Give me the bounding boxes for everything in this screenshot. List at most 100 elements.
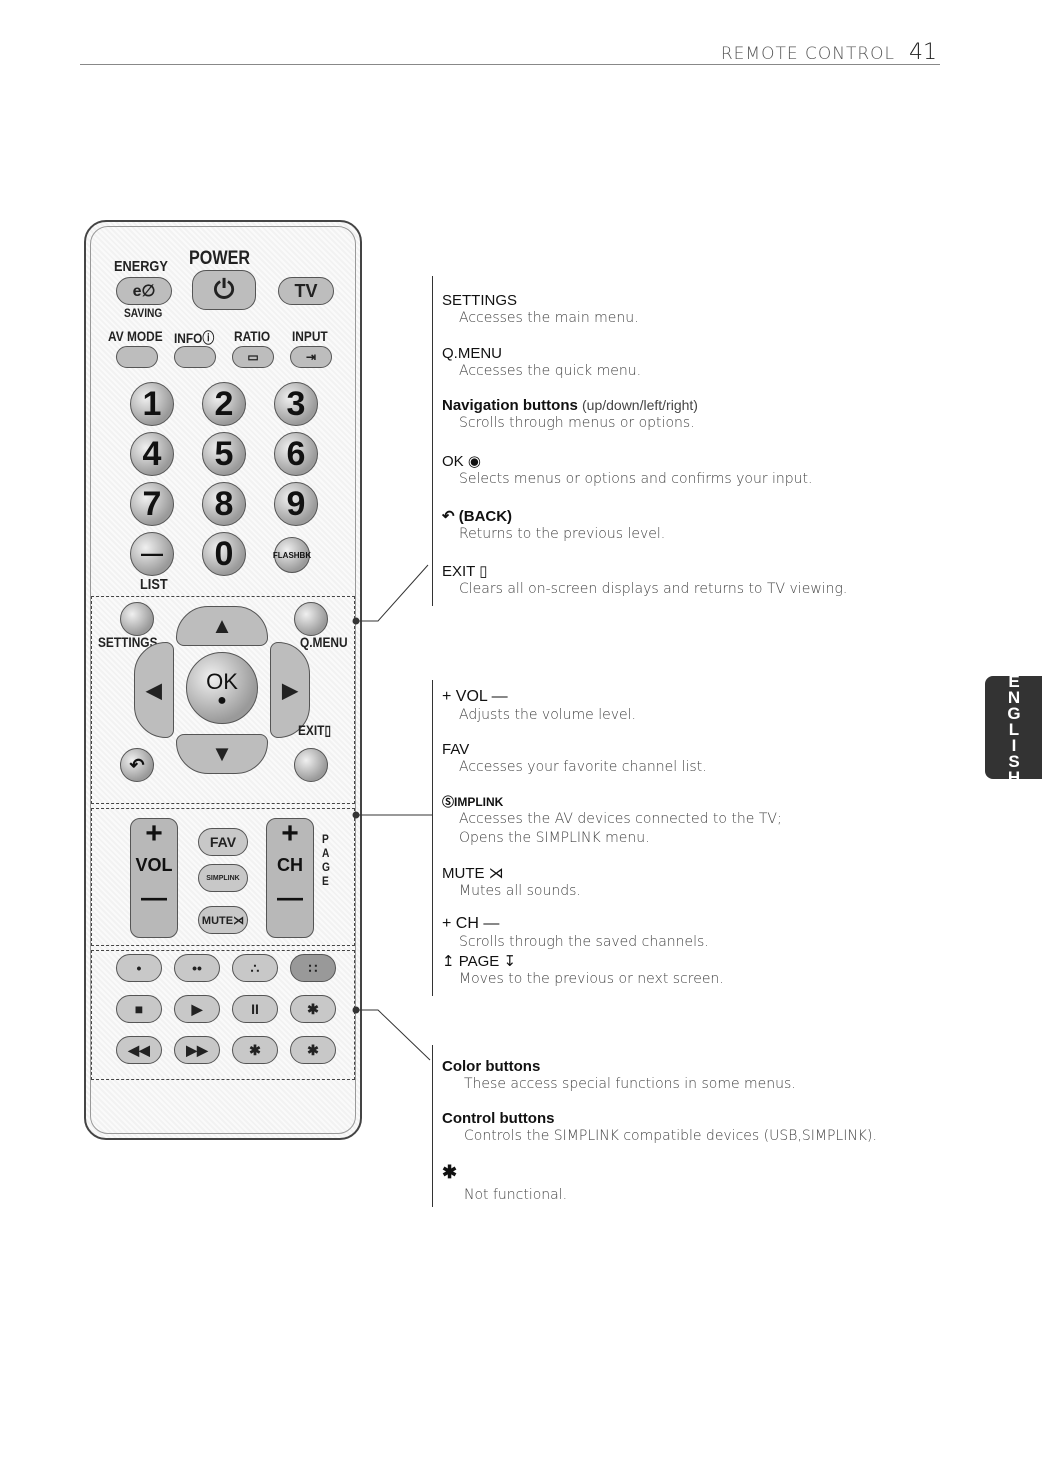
exit-label: EXIT▯ bbox=[298, 722, 332, 738]
digit-5-button[interactable]: 5 bbox=[202, 432, 246, 476]
entry-ok: OK ◉ Selects menus or options and confir… bbox=[442, 452, 813, 489]
play-button[interactable]: ▶ bbox=[174, 995, 220, 1023]
nonfunctional-button-1[interactable]: ✱ bbox=[290, 995, 336, 1023]
av-mode-label: AV MODE bbox=[108, 328, 163, 344]
ratio-label: RATIO bbox=[234, 328, 271, 344]
settings-label: SETTINGS bbox=[98, 634, 158, 650]
digit-4-button[interactable]: 4 bbox=[130, 432, 174, 476]
entry-channel: + CH — Scrolls through the saved channel… bbox=[442, 915, 709, 952]
volume-rocker[interactable]: + VOL — bbox=[130, 818, 178, 938]
mute-button[interactable]: MUTE⋊ bbox=[198, 906, 248, 934]
nav-down-button[interactable]: ▼ bbox=[176, 734, 268, 774]
entry-desc: Accesses the AV devices connected to the… bbox=[459, 811, 782, 827]
color-button-4[interactable]: ∷ bbox=[290, 954, 336, 982]
arrow-left-icon: ◀ bbox=[146, 679, 162, 702]
digit-9-button[interactable]: 9 bbox=[274, 482, 318, 526]
entry-title: EXIT ▯ bbox=[442, 563, 488, 580]
nav-up-button[interactable]: ▲ bbox=[176, 606, 268, 646]
ok-dot-icon: ● bbox=[217, 692, 227, 709]
nonfunctional-button-2[interactable]: ✱ bbox=[232, 1036, 278, 1064]
color-button-2[interactable]: •• bbox=[174, 954, 220, 982]
entry-desc: Not functional. bbox=[464, 1187, 568, 1203]
control-group-box bbox=[91, 950, 355, 1080]
entry-title: ↶ (BACK) bbox=[442, 508, 513, 525]
simplink-button[interactable]: SIMPLINK bbox=[198, 864, 248, 892]
ratio-icon: ▭ bbox=[247, 350, 259, 364]
entry-desc: Accesses your favorite channel list. bbox=[459, 759, 707, 775]
page-number: 41 bbox=[909, 40, 937, 65]
arrow-up-icon: ▲ bbox=[211, 613, 233, 638]
settings-button[interactable] bbox=[120, 602, 154, 636]
back-icon: ↶ bbox=[129, 754, 145, 775]
stop-button[interactable]: ■ bbox=[116, 995, 162, 1023]
arrow-down-icon: ▼ bbox=[211, 741, 233, 766]
fast-forward-button[interactable]: ▶▶ bbox=[174, 1036, 220, 1064]
digit-7-button[interactable]: 7 bbox=[130, 482, 174, 526]
entry-title: Navigation buttons bbox=[442, 397, 578, 414]
entry-navigation: Navigation buttons (up/down/left/right) … bbox=[442, 397, 698, 433]
saving-label: SAVING bbox=[124, 306, 163, 320]
back-button[interactable]: ↶ bbox=[120, 748, 154, 782]
entry-desc: Adjusts the volume level. bbox=[459, 707, 636, 723]
ratio-button[interactable]: ▭ bbox=[232, 346, 274, 368]
entry-qmenu: Q.MENU Accesses the quick menu. bbox=[442, 345, 641, 381]
vol-plus-icon: + bbox=[145, 817, 163, 850]
entry-simplink: ⓈIMPLINK Accesses the AV devices connect… bbox=[442, 793, 782, 848]
list-button[interactable]: — bbox=[130, 532, 174, 576]
exit-button[interactable] bbox=[294, 748, 328, 782]
power-button[interactable]: ⏻ bbox=[192, 270, 256, 310]
digit-3-button[interactable]: 3 bbox=[274, 382, 318, 426]
fav-button[interactable]: FAV bbox=[198, 828, 248, 856]
entry-desc: Scrolls through the saved channels. bbox=[459, 934, 709, 950]
language-tab: ENGLISH bbox=[985, 672, 1042, 784]
entry-title: Q.MENU bbox=[442, 345, 502, 362]
navigation-group-box bbox=[91, 596, 355, 804]
entry-title: MUTE ⋊ bbox=[442, 865, 504, 882]
entry-color-buttons: Color buttons These access special funct… bbox=[442, 1058, 796, 1094]
pause-button[interactable]: II bbox=[232, 995, 278, 1023]
remote-inner-border bbox=[90, 226, 356, 1134]
ok-button[interactable]: OK ● bbox=[186, 652, 258, 724]
entry-fav: FAV Accesses your favorite channel list. bbox=[442, 741, 707, 777]
ch-minus-icon: — bbox=[277, 882, 303, 912]
group3-rule bbox=[432, 1045, 433, 1207]
nonfunctional-button-3[interactable]: ✱ bbox=[290, 1036, 336, 1064]
energy-saving-button[interactable]: e∅ bbox=[116, 277, 172, 305]
entry-not-functional: ✱ Not functional. bbox=[442, 1162, 567, 1205]
header-rule bbox=[80, 64, 940, 65]
entry-title-sub: (up/down/left/right) bbox=[582, 397, 698, 413]
digit-2-button[interactable]: 2 bbox=[202, 382, 246, 426]
entry-desc: Moves to the previous or next screen. bbox=[459, 971, 724, 987]
entry-volume: + VOL — Adjusts the volume level. bbox=[442, 688, 636, 725]
qmenu-button[interactable] bbox=[294, 602, 328, 636]
energy-label: ENERGY bbox=[114, 258, 168, 275]
color-button-1[interactable]: • bbox=[116, 954, 162, 982]
digit-6-button[interactable]: 6 bbox=[274, 432, 318, 476]
entry-desc: Returns to the previous level. bbox=[459, 526, 666, 542]
page-label: PAGE bbox=[322, 832, 330, 888]
channel-rocker[interactable]: + CH — bbox=[266, 818, 314, 938]
flashbk-button[interactable]: FLASHBK bbox=[273, 537, 311, 573]
ch-plus-icon: + bbox=[281, 817, 299, 850]
vol-label: VOL bbox=[135, 855, 173, 875]
entry-back: ↶ (BACK) Returns to the previous level. bbox=[442, 507, 665, 544]
color-button-3[interactable]: ∴ bbox=[232, 954, 278, 982]
rewind-button[interactable]: ◀◀ bbox=[116, 1036, 162, 1064]
av-mode-button[interactable] bbox=[116, 346, 158, 368]
entry-desc: Selects menus or options and confirms yo… bbox=[459, 471, 813, 487]
entry-desc: Clears all on-screen displays and return… bbox=[459, 581, 848, 597]
entry-title: Color buttons bbox=[442, 1058, 541, 1075]
entry-title: ↥ PAGE ↧ bbox=[442, 953, 517, 970]
vol-minus-icon: — bbox=[141, 882, 167, 912]
digit-1-button[interactable]: 1 bbox=[130, 382, 174, 426]
digit-8-button[interactable]: 8 bbox=[202, 482, 246, 526]
tv-button[interactable]: TV bbox=[278, 277, 334, 305]
group2-rule bbox=[432, 680, 433, 996]
input-button[interactable]: ⇥ bbox=[290, 346, 332, 368]
remote-control-illustration: ENERGY POWER e∅ ⏻ TV SAVING AV MODE INFO… bbox=[84, 220, 362, 1140]
info-button[interactable] bbox=[174, 346, 216, 368]
digit-0-button[interactable]: 0 bbox=[202, 532, 246, 576]
entry-page: ↥ PAGE ↧ Moves to the previous or next s… bbox=[442, 952, 724, 989]
entry-desc-2: Opens the SIMPLINK menu. bbox=[459, 830, 650, 846]
